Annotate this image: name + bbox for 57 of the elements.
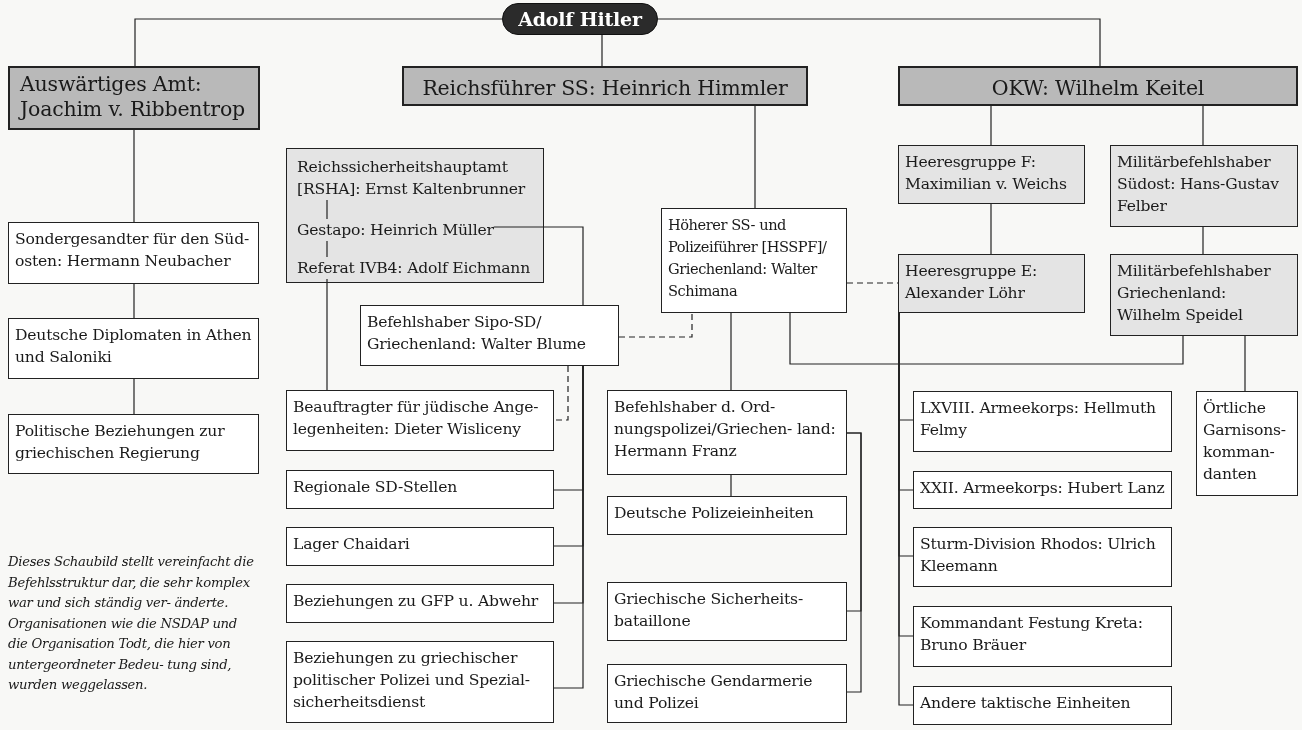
connector-line — [133, 378, 135, 415]
command-box: Reichsführer SS: Heinrich Himmler — [402, 66, 808, 106]
unit-box: Höherer SS- und Polizeiführer [HSSPF]/ Griechenland: Walter Schimana — [661, 208, 847, 313]
unit-label: Reichssicherheitshauptamt [RSHA]: Ernst Kaltenbrunner — [297, 156, 537, 200]
note-text: Dieses Schaubild stellt vereinfacht die Befehlsstruktur dar, die sehr komplex war und sich ständig ver- änderte. Organisationen wie die NSDAP und die Organisation Todt, die hier von untergeordneter Bedeu- tung sind, wurden weggelassen. — [8, 553, 255, 694]
connector-line — [133, 283, 135, 319]
unit-box: Beauftragter für jüdische Ange- legenheiten: Dieter Wisliceny — [286, 390, 554, 451]
unit-box: LXVIII. Armeekorps: Hellmuth Felmy — [913, 391, 1172, 452]
leader-pill: Adolf Hitler — [502, 3, 658, 35]
unit-label: Gestapo: Heinrich Müller — [297, 219, 494, 241]
unit-box: Griechische Gendarmerie und Polizei — [607, 664, 847, 723]
office-box: Heeresgruppe F: Maximilian v. Weichs — [898, 145, 1085, 204]
connector-line — [1202, 226, 1204, 255]
connector-line — [990, 105, 992, 146]
connector-line — [133, 129, 135, 223]
unit-label: Referat IVB4: Adolf Eichmann — [297, 257, 531, 279]
unit-box: Deutsche Diplomaten in Athen und Saloniki — [8, 318, 259, 379]
connector-line — [1202, 105, 1204, 146]
unit-box: Griechische Sicherheits- bataillone — [607, 582, 847, 641]
unit-box: Örtliche Garnisons- komman- danten — [1196, 391, 1298, 496]
unit-box: Beziehungen zu GFP u. Abwehr — [286, 584, 554, 623]
connector-line — [1244, 335, 1246, 392]
unit-box: Sturm-Division Rhodos: Ulrich Kleemann — [913, 527, 1172, 587]
connector-line — [730, 312, 732, 391]
unit-box: Befehlshaber d. Ord- nungspolizei/Griechen- land: Hermann Franz — [607, 390, 847, 475]
connector-line — [326, 240, 328, 258]
office-box: Militärbefehlshaber Südost: Hans-Gustav Felber — [1110, 145, 1298, 227]
connector-line — [493, 226, 584, 306]
unit-box: Befehlshaber Sipo-SD/ Griechenland: Walter Blume — [360, 305, 619, 366]
connector-line — [730, 474, 732, 497]
office-box: Heeresgruppe E: Alexander Löhr — [898, 254, 1085, 313]
unit-box: Deutsche Polizeieinheiten — [607, 496, 847, 535]
unit-box: Kommandant Festung Kreta: Bruno Bräuer — [913, 606, 1172, 667]
unit-box: Andere taktische Einheiten — [913, 686, 1172, 725]
connector-line — [326, 278, 328, 391]
command-box: OKW: Wilhelm Keitel — [898, 66, 1298, 106]
department-panel — [286, 148, 544, 283]
connector-line — [990, 203, 992, 255]
connector-line — [789, 312, 1184, 365]
dashed-connector — [618, 312, 693, 338]
connector-line — [754, 105, 756, 209]
connector-line — [326, 199, 328, 220]
connector-line — [134, 18, 503, 67]
unit-box: Lager Chaidari — [286, 527, 554, 566]
connector-line — [846, 432, 862, 693]
unit-box: XXII. Armeekorps: Hubert Lanz — [913, 471, 1172, 509]
command-box: Auswärtiges Amt: Joachim v. Ribbentrop — [8, 66, 260, 130]
office-box: Militärbefehlshaber Griechenland: Wilhelm Speidel — [1110, 254, 1298, 336]
connector-line — [553, 365, 584, 689]
unit-box: Beziehungen zu griechischer politischer Polizei und Spezial- sicherheitsdienst — [286, 641, 554, 723]
connector-line — [657, 18, 1101, 67]
unit-box: Politische Beziehungen zur griechischen Regierung — [8, 414, 259, 474]
connector-line — [601, 34, 603, 67]
unit-box: Sondergesandter für den Süd- osten: Hermann Neubacher — [8, 222, 259, 284]
dashed-connector — [846, 282, 899, 284]
dashed-connector — [553, 365, 569, 421]
unit-box: Regionale SD-Stellen — [286, 470, 554, 509]
